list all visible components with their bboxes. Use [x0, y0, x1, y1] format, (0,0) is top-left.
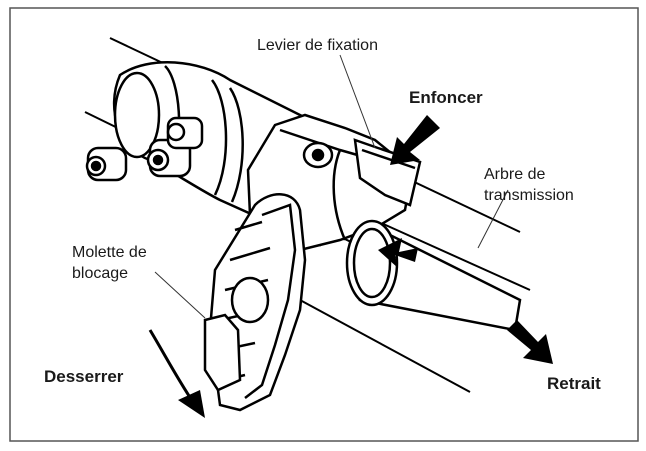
label-arbre-line2: transmission — [484, 187, 574, 204]
enfoncer-arrow — [390, 115, 440, 165]
locking-wheel — [203, 193, 307, 412]
knob-upper — [166, 116, 204, 150]
label-arbre: Arbre de transmission — [484, 164, 574, 206]
label-desserrer: Desserrer — [44, 367, 124, 386]
transmission-shaft — [345, 219, 522, 332]
label-molette: Molette de blocage — [72, 242, 147, 284]
fixation-lever — [353, 138, 422, 207]
label-levier: Levier de fixation — [257, 37, 378, 54]
label-retrait: Retrait — [547, 374, 601, 393]
push-arrow — [378, 238, 418, 268]
outer-border — [9, 7, 639, 442]
label-arbre-line1: Arbre de — [484, 166, 546, 183]
desserrer-arrow — [148, 329, 205, 418]
label-molette-line2: blocage — [72, 265, 129, 282]
label-enfoncer: Enfoncer — [409, 88, 483, 107]
retrait-arrow — [507, 320, 553, 364]
leader-lines — [154, 54, 509, 319]
knob-left — [85, 146, 128, 182]
label-molette-line1: Molette de — [72, 244, 147, 261]
